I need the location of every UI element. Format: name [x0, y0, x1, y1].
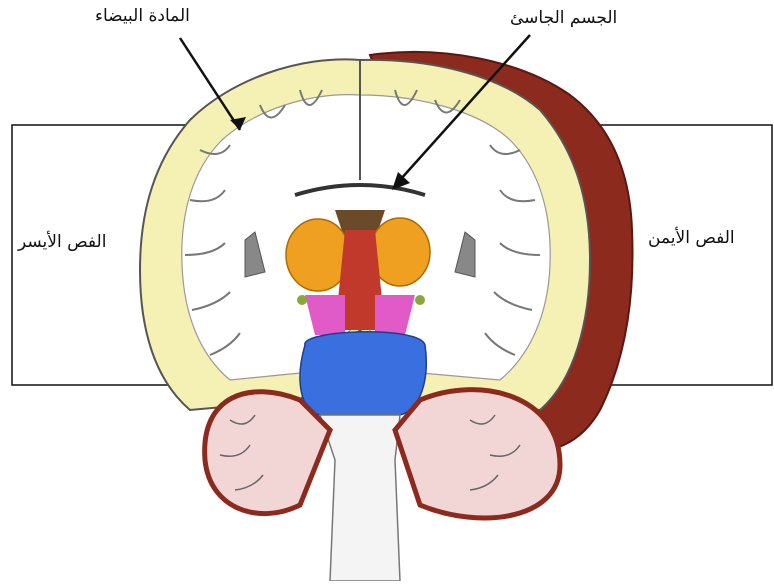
- nucleus-left: [297, 295, 307, 305]
- label-right-lobe: الفص الأيمن: [648, 228, 735, 248]
- label-left-lobe: الفص الأيسر: [18, 232, 106, 252]
- cerebellum-left: [205, 392, 330, 514]
- cerebellum-right: [395, 390, 560, 518]
- nucleus-right: [415, 295, 425, 305]
- medulla: [320, 415, 400, 581]
- pons: [300, 332, 426, 415]
- label-corpus-callosum: الجسم الجاسئ: [510, 8, 617, 28]
- label-white-matter: المادة البيضاء: [95, 6, 190, 26]
